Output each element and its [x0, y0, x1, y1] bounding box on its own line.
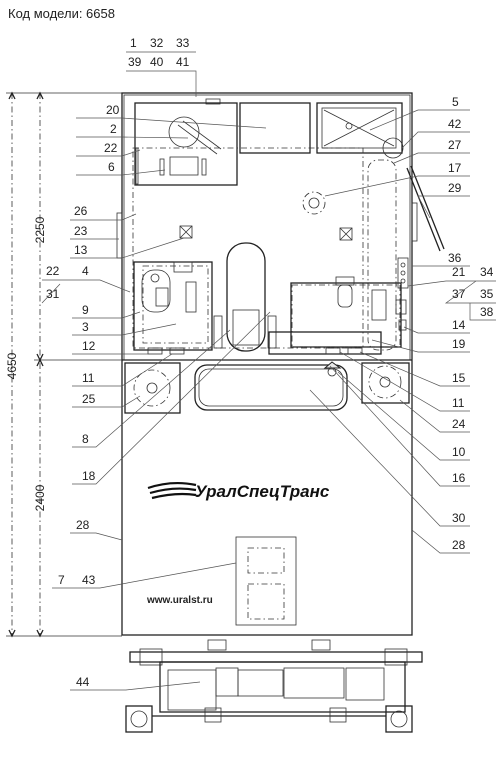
callout-3: 3 — [82, 320, 89, 334]
callout-44: 44 — [76, 675, 90, 689]
callout-2: 2 — [110, 122, 117, 136]
callout-29: 29 — [448, 181, 462, 195]
callout-26: 26 — [74, 204, 88, 218]
dimension-total: 4650 — [5, 352, 19, 379]
brand-name: УралСпецТранс — [195, 482, 330, 501]
website-url: www.uralst.ru — [146, 595, 213, 606]
brand-logo: УралСпецТранс www.uralst.ru — [146, 481, 330, 606]
callout-17: 17 — [448, 161, 462, 175]
callout-41: 41 — [176, 55, 190, 69]
callout-40: 40 — [150, 55, 164, 69]
callout-7: 7 — [58, 573, 65, 587]
callout-11-right: 11 — [452, 396, 465, 410]
callout-9: 9 — [82, 303, 89, 317]
callout-1: 1 — [130, 36, 137, 50]
callout-10: 10 — [452, 445, 466, 459]
chassis-view — [125, 639, 423, 733]
callout-18: 18 — [82, 469, 96, 483]
callout-8: 8 — [82, 432, 89, 446]
callout-20: 20 — [106, 103, 120, 117]
dimension-upper: 2250 — [33, 216, 47, 243]
callout-36: 36 — [448, 251, 462, 265]
callout-30: 30 — [452, 511, 466, 525]
callout-12: 12 — [82, 339, 96, 353]
callout-25: 25 — [82, 392, 96, 406]
callout-16: 16 — [452, 471, 466, 485]
callout-24: 24 — [452, 417, 466, 431]
callout-23: 23 — [74, 224, 88, 238]
callout-39: 39 — [128, 55, 142, 69]
callout-43: 43 — [82, 573, 96, 587]
dimension-lower: 2400 — [33, 484, 47, 511]
callout-15: 15 — [452, 371, 466, 385]
callout-28-right: 28 — [452, 538, 466, 552]
callout-4: 4 — [82, 264, 89, 278]
callout-14: 14 — [452, 318, 466, 332]
callout-13: 13 — [74, 243, 88, 257]
callout-35: 35 — [480, 287, 494, 301]
brand-swoosh-icon — [147, 481, 197, 500]
callout-31: 31 — [46, 287, 60, 301]
callouts-right: 5 42 27 17 29 36 21 34 37 35 38 14 19 15… — [309, 95, 496, 554]
callouts-left: 1 32 33 39 40 41 20 2 22 6 26 23 13 22 4… — [41, 36, 271, 691]
callout-19: 19 — [452, 337, 466, 351]
model-code-caption: Код модели: 6658 — [8, 6, 115, 21]
callout-22-lower: 22 — [46, 264, 60, 278]
callout-22-upper: 22 — [104, 141, 118, 155]
callout-33: 33 — [176, 36, 190, 50]
callout-11-left: 11 — [82, 371, 95, 385]
callout-42: 42 — [448, 117, 462, 131]
upper-compartment-equipment — [132, 102, 445, 355]
callout-6: 6 — [108, 160, 115, 174]
callout-5: 5 — [452, 95, 459, 109]
callout-34: 34 — [480, 265, 494, 279]
callout-21: 21 — [452, 265, 466, 279]
callout-28-left: 28 — [76, 518, 90, 532]
callout-27: 27 — [448, 138, 462, 152]
dimension-lines: 4650 2250 2400 — [5, 91, 122, 638]
callout-38: 38 — [480, 305, 494, 319]
body-outline — [116, 92, 418, 636]
callout-32: 32 — [150, 36, 164, 50]
